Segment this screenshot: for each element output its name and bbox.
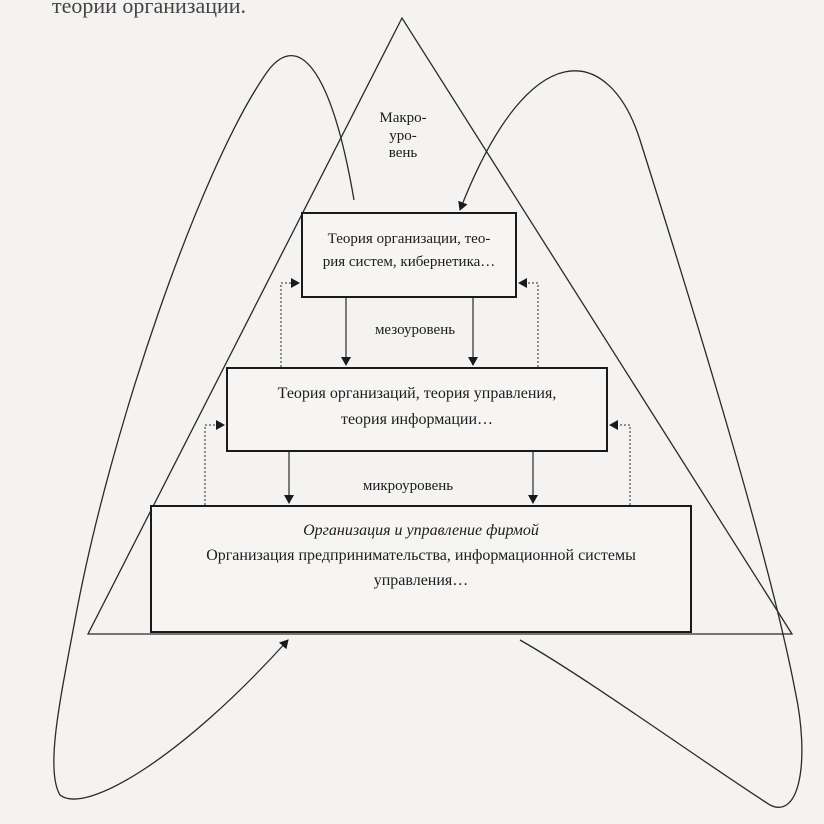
micro-level-label: микроуровень	[362, 478, 454, 494]
pyramid-triangle	[86, 16, 794, 635]
page-caption: теории организации.	[52, 0, 247, 18]
top-box-line-1: Теория организации, тео-	[327, 231, 491, 247]
bottom-box-line-3: управления…	[373, 571, 469, 589]
middle-box-line-1: Теория организаций, теория управления,	[277, 385, 557, 402]
bottom-box-line-1: Организация и управление фирмой	[303, 522, 539, 539]
feedback-mid-to-top-right	[518, 278, 539, 367]
feedback-mid-to-top-left	[280, 278, 300, 367]
top-box-line-2: рия систем, кибернетика…	[322, 254, 496, 271]
middle-box-line-2: теория информации…	[340, 410, 494, 428]
feedback-bot-to-mid-right	[609, 420, 631, 505]
meso-level-label: мезоуровень	[374, 322, 456, 338]
right-feedback-loop	[458, 70, 803, 808]
left-feedback-loop	[53, 55, 355, 800]
firm-management-box: Организация и управление фирмой Организа…	[150, 505, 692, 633]
feedback-bot-to-mid-left	[204, 420, 225, 505]
theory-of-management-box: Теория организаций, теория управления, т…	[226, 367, 608, 452]
macro-level-label: Макро- уро- вень	[379, 110, 427, 162]
bottom-box-line-2: Организация предпринимательства, информа…	[206, 546, 636, 564]
theory-of-organization-box: Теория организации, тео- рия систем, киб…	[301, 212, 517, 298]
